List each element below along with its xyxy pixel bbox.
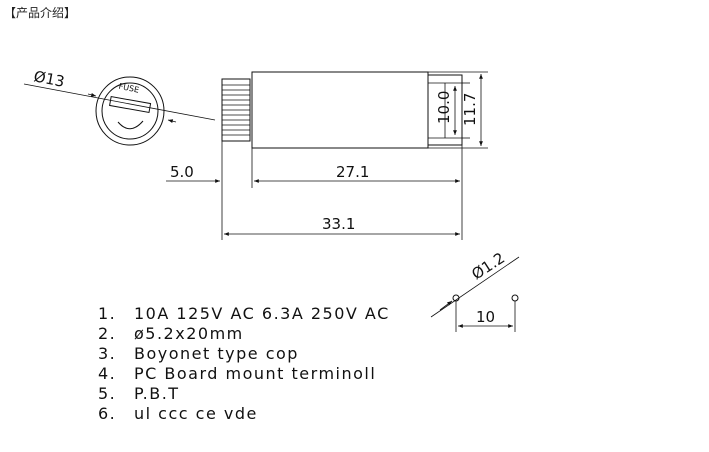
cap-lower-arc <box>117 120 144 130</box>
note-text: ø5.2x20mm <box>134 324 244 343</box>
spec-notes: 1. 10A 125V AC 6.3A 250V AC 2. ø5.2x20mm… <box>98 304 390 423</box>
page-title: 【产品介绍】 <box>4 6 77 20</box>
note-number: 6. <box>98 404 116 423</box>
inner-height-label: 10.0 <box>435 91 453 124</box>
holder-body <box>251 71 429 149</box>
note-text: ul ccc ce vde <box>134 404 258 423</box>
note-number: 5. <box>98 384 116 403</box>
cap-slot <box>109 96 152 113</box>
cap-front-view: FUSE Ø13 <box>23 67 216 146</box>
note-number: 2. <box>98 324 116 343</box>
cap-outer-circle <box>95 76 165 146</box>
outer-height-label: 11.7 <box>461 93 479 126</box>
body-length-label: 27.1 <box>336 163 369 181</box>
pin-pattern: Ø1.2 10 <box>430 249 520 332</box>
pin-hole-right <box>511 294 519 302</box>
note-number: 4. <box>98 364 116 383</box>
holder-side-view: 10.0 11.7 5.0 27.1 33.1 <box>166 71 488 240</box>
diameter-leader <box>23 83 216 121</box>
cap-length-label: 5.0 <box>170 163 194 181</box>
total-length-label: 33.1 <box>322 215 355 233</box>
cap-label: FUSE <box>118 82 140 95</box>
note-text: 10A 125V AC 6.3A 250V AC <box>134 304 390 323</box>
note-number: 1. <box>98 304 116 323</box>
note-text: Boyonet type cop <box>134 344 299 363</box>
note-text: P.B.T <box>134 384 180 403</box>
note-number: 3. <box>98 344 116 363</box>
cap-diameter-label: Ø13 <box>32 67 66 91</box>
terminal-end <box>427 74 463 146</box>
cap-inner-circle <box>101 82 159 140</box>
note-text: PC Board mount terminoll <box>134 364 376 383</box>
knurl-lines <box>222 84 250 136</box>
pin-spacing-label: 10 <box>476 308 495 326</box>
pin-diameter-leader <box>430 256 520 318</box>
